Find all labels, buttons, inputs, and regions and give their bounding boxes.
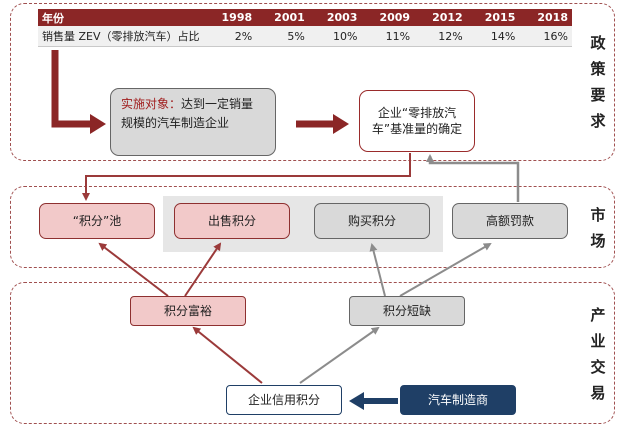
policy-region (10, 3, 615, 161)
market-label-char: 市 (590, 206, 606, 224)
penalty-to-benchmark-arrow (426, 154, 520, 202)
policy-label-char: 策 (590, 60, 606, 78)
penalty-label: 高额罚款 (485, 214, 534, 228)
value-cell: 10% (308, 26, 362, 47)
shortage-to-buy-arrow (369, 243, 386, 297)
table-header-row: 年份 1998 2001 2003 2009 2012 2015 2018 (38, 9, 572, 26)
industry-label-char: 业 (590, 332, 606, 350)
benchmark-to-pool-arrow (82, 153, 411, 201)
penalty-box: 高额罚款 (452, 203, 568, 239)
year-cell: 2003 (308, 9, 362, 26)
market-region (10, 186, 615, 268)
benchmark-text: 企业“零排放汽车”基准量的确定 (371, 106, 463, 136)
buy-credits-label: 购买积分 (347, 214, 396, 228)
table-to-target-arrowhead (90, 114, 106, 134)
value-cell: 2% (203, 26, 257, 47)
value-cell: 16% (519, 26, 572, 47)
credit-box: 企业信用积分 (226, 385, 342, 415)
value-cell: 12% (414, 26, 467, 47)
year-cell: 2015 (466, 9, 520, 26)
surplus-label: 积分富裕 (163, 304, 212, 318)
sell-credits-label: 出售积分 (207, 214, 256, 228)
year-cell: 2018 (519, 9, 572, 26)
surplus-to-sell-arrow (184, 242, 222, 297)
year-cell: 1998 (203, 9, 257, 26)
target-text: 达到一定销量规模的汽车制造企业 (121, 97, 254, 130)
buy-credits-box: 购买积分 (314, 203, 430, 239)
value-cell: 14% (466, 26, 520, 47)
policy-label-char: 要 (590, 86, 606, 104)
market-label-char: 场 (590, 232, 606, 250)
sell-credits-box: 出售积分 (174, 203, 290, 239)
table-data-row: 销售量 ZEV（零排放汽车）占比 2% 5% 10% 11% 12% 14% 1… (38, 26, 572, 47)
maker-to-credit-arrowhead (349, 392, 364, 410)
maker-box: 汽车制造商 (400, 385, 516, 415)
year-cell: 2001 (256, 9, 309, 26)
value-cell: 11% (361, 26, 415, 47)
year-cell: 2009 (361, 9, 415, 26)
industry-label-char: 产 (590, 306, 606, 324)
target-to-benchmark-arrowhead (333, 114, 349, 134)
credit-pool-box: “积分”池 (39, 203, 155, 239)
policy-label-char: 求 (590, 112, 606, 130)
industry-label-char: 易 (590, 384, 606, 402)
benchmark-box: 企业“零排放汽车”基准量的确定 (359, 90, 475, 152)
shortage-box: 积分短缺 (349, 296, 465, 326)
credit-label: 企业信用积分 (247, 393, 320, 407)
value-cell: 5% (256, 26, 309, 47)
table-header-label: 年份 (38, 9, 204, 26)
target-box: 实施对象：达到一定销量规模的汽车制造企业 (110, 88, 276, 156)
year-cell: 2012 (414, 9, 467, 26)
target-prefix: 实施对象： (121, 97, 182, 111)
policy-label: 政 策 要 求 (588, 30, 608, 134)
credit-to-surplus-arrow (192, 326, 263, 384)
zev-share-table: 年份 1998 2001 2003 2009 2012 2015 2018 销售… (38, 9, 572, 47)
policy-label-char: 政 (590, 34, 606, 52)
industry-label: 产 业 交 易 (588, 302, 608, 406)
shortage-label: 积分短缺 (382, 304, 431, 318)
industry-label-char: 交 (590, 358, 606, 376)
industry-region (10, 282, 615, 424)
table-to-target-arrow (51, 50, 92, 128)
surplus-to-pool-arrow (98, 242, 169, 297)
surplus-box: 积分富裕 (130, 296, 246, 326)
table-row-label: 销售量 ZEV（零排放汽车）占比 (38, 26, 204, 47)
shortage-to-penalty-arrow (399, 242, 492, 297)
credit-to-shortage-arrow (299, 326, 380, 384)
maker-label: 汽车制造商 (427, 393, 488, 407)
market-label: 市 场 (588, 202, 608, 254)
credit-pool-label: “积分”池 (72, 214, 122, 228)
